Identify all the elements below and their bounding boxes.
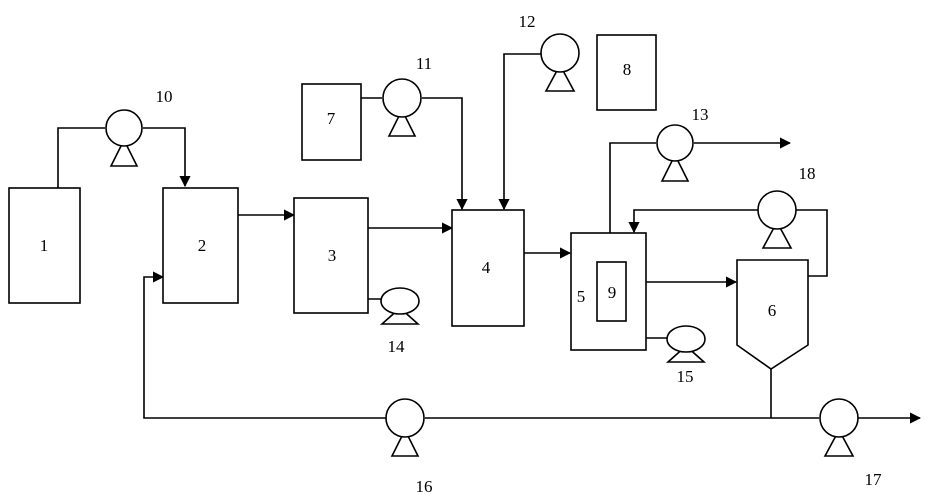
pipe-9-to-pump13: [609, 142, 656, 262]
pump-13-icon: [656, 124, 694, 182]
unit-7-label: 7: [327, 109, 336, 128]
pump-11-icon: [382, 78, 422, 137]
blower-15-icon: [665, 325, 707, 363]
pipe-pump16-to-2: [143, 271, 386, 419]
pump-16-icon: [385, 398, 425, 457]
pump-12-icon: [540, 33, 580, 92]
pump-16-label: 16: [416, 477, 433, 496]
blower-14-label: 14: [388, 337, 406, 356]
unit-3: 3: [293, 197, 369, 314]
pump-10-icon: [105, 109, 143, 167]
unit-2-label: 2: [198, 236, 207, 255]
unit-7: 7: [301, 83, 362, 161]
unit-8-label: 8: [623, 60, 632, 79]
unit-9-label: 9: [608, 283, 617, 302]
pump-13-label: 13: [692, 105, 709, 124]
unit-8: 8: [596, 34, 657, 111]
pipe-pump10-to-2: [143, 127, 191, 188]
unit-3-label: 3: [328, 246, 337, 265]
pipe-6-to-pump18: [795, 209, 828, 277]
unit-1: 1: [8, 187, 81, 304]
pipe-1-to-2: [57, 127, 105, 188]
pump-10-label: 10: [156, 87, 173, 106]
unit-1-label: 1: [40, 236, 49, 255]
pump-17-label: 17: [865, 470, 883, 489]
blower-14-icon: [379, 287, 421, 325]
pump-18-label: 18: [799, 164, 816, 183]
unit-6: 6: [736, 259, 809, 370]
unit-9: 9: [596, 261, 627, 322]
unit-4: 4: [451, 209, 525, 327]
blower-15-label: 15: [677, 367, 694, 386]
pump-18-icon: [757, 190, 797, 249]
unit-6-label: 6: [768, 301, 777, 320]
pump-12-label: 12: [519, 12, 536, 31]
unit-2: 2: [162, 187, 239, 304]
unit-4-label: 4: [482, 258, 491, 277]
pump-11-label: 11: [416, 54, 432, 73]
pipe-pump18-to-5: [628, 209, 758, 234]
pipe-pump11-to-4: [422, 97, 468, 211]
pump-17-icon: [819, 398, 859, 457]
unit-5-label: 5: [577, 287, 586, 306]
pipe-pump12-to-4: [498, 53, 541, 211]
